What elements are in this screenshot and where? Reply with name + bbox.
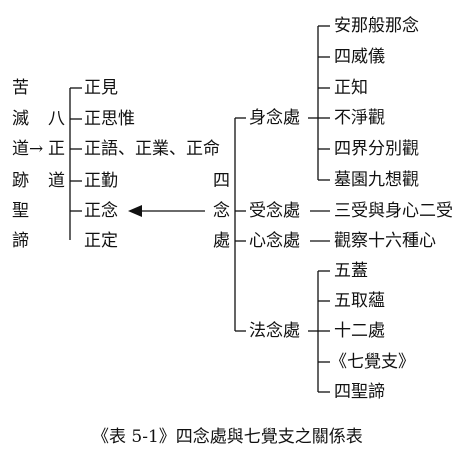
mind-subitem: 觀察十六種心 bbox=[334, 231, 436, 251]
left-char-5: 聖 bbox=[12, 201, 29, 221]
body-subitem: 四威儀 bbox=[334, 47, 385, 67]
body-subitem: 不淨觀 bbox=[334, 108, 385, 128]
four-foundations-char-2: 念 bbox=[213, 201, 230, 221]
body-subitem: 正知 bbox=[334, 78, 368, 98]
foundation-body: 身念處 bbox=[249, 108, 300, 128]
left-arrow: → bbox=[29, 139, 44, 159]
eightfold-char-2: 正 bbox=[48, 139, 65, 159]
dhamma-subitem: 四聖諦 bbox=[334, 382, 385, 402]
left-char-4: 跡 bbox=[12, 171, 29, 191]
arrowhead bbox=[128, 205, 142, 217]
dhamma-subitem-seven-factors: 《七覺支》 bbox=[330, 352, 415, 372]
left-char-2: 滅 bbox=[12, 109, 29, 129]
dhamma-subitem: 十二處 bbox=[334, 321, 385, 341]
path-item: 正定 bbox=[84, 231, 118, 251]
dhamma-subitem: 五取蘊 bbox=[334, 291, 385, 311]
four-foundations-char-1: 四 bbox=[213, 171, 230, 191]
path-item: 正見 bbox=[84, 78, 118, 98]
left-char-1: 苦 bbox=[12, 78, 29, 98]
dhamma-subitem: 五蓋 bbox=[334, 261, 368, 281]
left-char-6: 諦 bbox=[12, 231, 29, 251]
eightfold-char-1: 八 bbox=[48, 109, 65, 129]
path-item: 正勤 bbox=[84, 171, 118, 191]
four-foundations-char-3: 處 bbox=[213, 231, 230, 251]
path-item: 正思惟 bbox=[84, 109, 135, 129]
foundation-dhamma: 法念處 bbox=[249, 321, 300, 341]
figure-caption: 《表 5-1》四念處與七覺支之關係表 bbox=[92, 427, 363, 447]
path-item: 正語、正業、正命 bbox=[84, 139, 220, 159]
foundation-mind: 心念處 bbox=[249, 231, 300, 251]
body-subitem: 四界分別觀 bbox=[334, 139, 419, 159]
path-item-right-mindfulness: 正念 bbox=[84, 201, 118, 221]
foundation-feeling: 受念處 bbox=[249, 201, 300, 221]
left-char-3: 道 bbox=[12, 139, 29, 159]
body-subitem: 安那般那念 bbox=[334, 16, 419, 36]
feeling-subitem: 三受與身心二受 bbox=[334, 201, 453, 221]
eightfold-char-3: 道 bbox=[48, 171, 65, 191]
body-subitem: 墓園九想觀 bbox=[334, 170, 419, 190]
